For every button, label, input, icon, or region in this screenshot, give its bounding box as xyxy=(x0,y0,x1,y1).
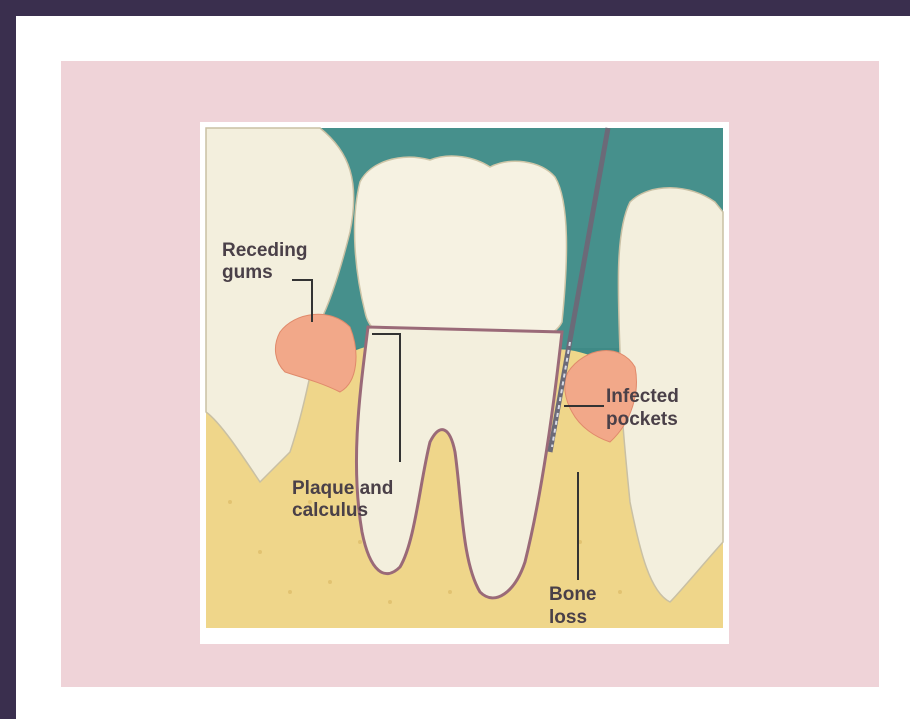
periodontal-illustration: Receding gums Plaque and calculus Infect… xyxy=(200,122,729,644)
label-infected: Infected xyxy=(606,386,679,408)
label-gums: gums xyxy=(222,262,273,284)
slide-frame-top xyxy=(0,0,910,16)
label-calculus: calculus xyxy=(292,500,368,522)
molar-crown xyxy=(355,156,567,346)
label-receding: Receding xyxy=(222,240,308,262)
label-bone: Bone xyxy=(549,584,597,606)
label-loss: loss xyxy=(549,607,587,629)
tooth-diagram xyxy=(200,122,729,644)
label-pockets: pockets xyxy=(606,409,678,431)
slide-frame-left xyxy=(0,0,16,719)
label-plaque: Plaque and xyxy=(292,478,393,500)
